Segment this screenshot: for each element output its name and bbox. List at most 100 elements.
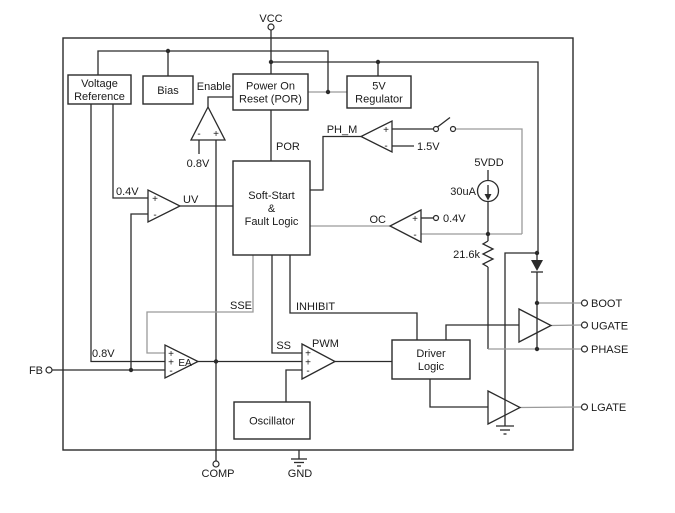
power-on-reset-block bbox=[232, 73, 309, 111]
phm-comparator-mark: + bbox=[383, 125, 389, 136]
phm-comparator bbox=[359, 119, 393, 154]
junction-dot bbox=[128, 367, 134, 373]
lgate-stub-wire bbox=[519, 406, 582, 409]
ugate-input-wire bbox=[445, 324, 519, 340]
resistor-label: 21.6k bbox=[453, 249, 480, 261]
ugate-label: UGATE bbox=[591, 321, 628, 333]
ss-wire bbox=[271, 255, 302, 354]
source-arrow-head bbox=[484, 194, 492, 201]
lgate-label: LGATE bbox=[591, 402, 626, 414]
regulator-5v-block bbox=[346, 75, 412, 109]
ugate-pin bbox=[580, 321, 589, 329]
oc-comparator-mark: - bbox=[413, 230, 416, 241]
vcc-label: VCC bbox=[259, 13, 282, 25]
junction-dot bbox=[534, 346, 540, 352]
vdd-label: 5VDD bbox=[474, 157, 503, 169]
boot-pin bbox=[580, 299, 589, 307]
vcc-pin bbox=[267, 23, 275, 31]
junction-dot bbox=[165, 48, 171, 54]
driver-logic-block-label: Logic bbox=[418, 361, 445, 373]
pwm-comparator bbox=[301, 342, 337, 381]
phase-label: PHASE bbox=[591, 344, 628, 356]
regulator-5v-block-label: Regulator bbox=[355, 94, 403, 106]
oc-ref-label: 0.4V bbox=[443, 213, 466, 225]
switch-pin-a bbox=[432, 125, 440, 133]
por-label: POR bbox=[276, 141, 300, 153]
regulator-5v-block-label: 5V bbox=[372, 81, 386, 93]
inhibit-wire bbox=[289, 255, 418, 340]
junction-dot bbox=[485, 231, 491, 237]
oc-label: OC bbox=[370, 214, 387, 226]
oscillator-block bbox=[233, 401, 311, 440]
enable-label: Enable bbox=[197, 81, 231, 93]
phm-label: PH_M bbox=[327, 124, 358, 136]
enable-comparator-mark: - bbox=[197, 129, 200, 140]
error-amp-mark: + bbox=[168, 349, 174, 360]
power-on-reset-block-label: Power On bbox=[246, 81, 295, 93]
inhibit-label: INHIBIT bbox=[296, 301, 335, 313]
error-amp-mark: EA bbox=[178, 358, 192, 369]
pwm-label: PWM bbox=[312, 338, 339, 350]
junction-dot bbox=[375, 59, 381, 65]
voltage-reference-block-label: Voltage bbox=[81, 78, 118, 90]
enable-comparator-mark: + bbox=[213, 129, 219, 140]
ugate-driver bbox=[518, 307, 553, 344]
uv-label: UV bbox=[183, 194, 199, 206]
bootstrap-diode bbox=[531, 260, 543, 271]
uv-minus-wire bbox=[130, 213, 148, 370]
sse-label: SSE bbox=[230, 300, 252, 312]
switch-net-wire bbox=[455, 128, 523, 234]
fb-pin bbox=[45, 366, 53, 374]
oscillator-block-label: Oscillator bbox=[249, 416, 295, 428]
lgate-driver bbox=[487, 389, 522, 426]
phm-output-wire bbox=[310, 135, 361, 191]
ref-08-wire bbox=[90, 104, 165, 363]
oc-ref-pin bbox=[432, 214, 440, 222]
pwm-comparator-mark: + bbox=[305, 349, 311, 360]
phm-ref-label: 1.5V bbox=[417, 141, 440, 153]
bias-block bbox=[142, 75, 194, 105]
switch-blade bbox=[437, 116, 451, 128]
uv-comparator bbox=[147, 188, 182, 224]
enable-output-wire bbox=[207, 96, 233, 107]
junction-dot bbox=[213, 359, 219, 364]
switch-pin-b bbox=[449, 125, 457, 133]
phm-comparator-mark: - bbox=[384, 141, 387, 152]
junction-dot bbox=[534, 250, 540, 256]
voltage-reference-block-label: Reference bbox=[74, 91, 125, 103]
gnd-label: GND bbox=[288, 468, 313, 480]
soft-start-fault-logic-block-label: & bbox=[268, 203, 276, 215]
oc-comparator-mark: + bbox=[412, 214, 418, 225]
soft-start-fault-logic-block-label: Fault Logic bbox=[245, 216, 299, 228]
ugate-stub-wire bbox=[550, 324, 582, 327]
source-label: 30uA bbox=[450, 186, 476, 198]
resistor-body bbox=[481, 240, 495, 268]
driver-logic-block bbox=[391, 339, 471, 380]
uv-ref-label: 0.4V bbox=[116, 186, 139, 198]
pwm-comparator-mark: - bbox=[306, 366, 309, 377]
ic-outline bbox=[62, 37, 574, 451]
fb-label: FB bbox=[29, 365, 43, 377]
vcc-rail-wire bbox=[271, 61, 539, 253]
ss-label: SS bbox=[276, 340, 291, 352]
junction-dot bbox=[534, 300, 540, 306]
uv-comparator-mark: - bbox=[153, 210, 156, 221]
enable-comparator bbox=[189, 105, 227, 141]
voltage-reference-block bbox=[67, 74, 132, 105]
comp-label: COMP bbox=[202, 468, 235, 480]
soft-start-fault-logic-block-label: Soft-Start bbox=[248, 190, 294, 202]
error-amp-mark: + bbox=[168, 358, 174, 369]
boot-label: BOOT bbox=[591, 298, 622, 310]
uv-comparator-mark: + bbox=[152, 194, 158, 205]
ea-ref-label: 0.8V bbox=[92, 348, 115, 360]
junction-dot bbox=[325, 89, 331, 95]
comp-pin bbox=[212, 460, 220, 468]
junction-dot bbox=[268, 59, 274, 65]
enable-ref-label: 0.8V bbox=[187, 158, 210, 170]
oc-comparator bbox=[388, 208, 422, 244]
sse-wire bbox=[146, 255, 254, 354]
osc-wire bbox=[285, 369, 302, 402]
error-amp-mark: - bbox=[169, 366, 172, 377]
